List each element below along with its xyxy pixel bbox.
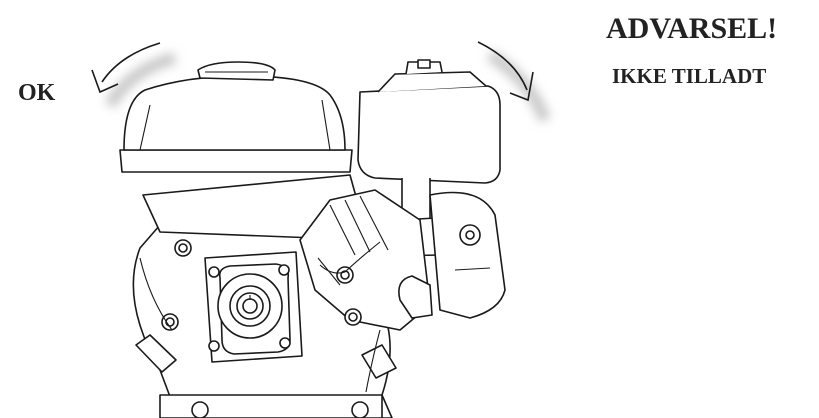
left-mounting-tab [135, 334, 177, 373]
fuel-tank [123, 75, 346, 151]
fuel-tank-band [119, 149, 353, 173]
warning-title: ADVARSEL! [606, 12, 778, 45]
air-cleaner-top [377, 71, 487, 93]
muffler [429, 191, 506, 319]
governor-link [319, 241, 381, 274]
engine-illustration [119, 59, 506, 418]
block-base [159, 394, 383, 418]
curved-arrow-clockwise-icon [477, 41, 534, 102]
exhaust-elbow [398, 275, 433, 319]
ok-arrow-shadow [104, 52, 177, 109]
block-bolts [161, 239, 369, 418]
curved-arrow-counterclockwise-icon [91, 42, 161, 94]
warning-subtitle: IKKE TILLADT [612, 64, 767, 88]
crankshaft-core [242, 298, 258, 314]
air-cleaner [357, 85, 501, 184]
fuel-cap [197, 61, 276, 81]
ok-label: OK [18, 80, 56, 106]
